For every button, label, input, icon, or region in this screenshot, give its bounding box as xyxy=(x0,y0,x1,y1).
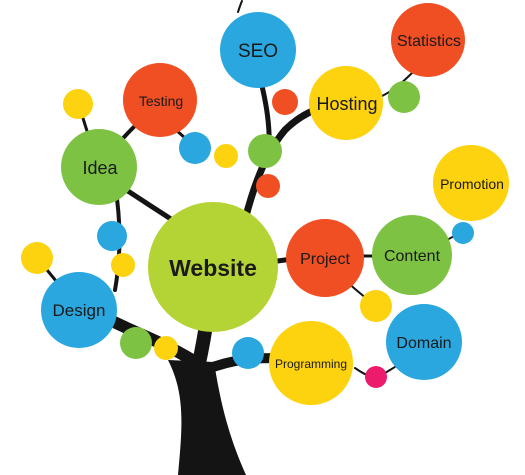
dot-blue-testing xyxy=(179,132,211,164)
nodes xyxy=(41,3,509,405)
dot-blue-programming xyxy=(232,337,264,369)
node-seo-label: SEO xyxy=(238,41,278,62)
node-programming-label: Programming xyxy=(275,357,347,371)
branch-left-low xyxy=(104,314,206,371)
node-website-circle xyxy=(148,202,278,332)
node-statistics-label: Statistics xyxy=(397,33,461,50)
node-domain-label: Domain xyxy=(396,335,451,352)
node-domain-circle xyxy=(386,304,462,380)
labels: SEO Statistics Testing Hosting Idea Prom… xyxy=(53,33,504,371)
twig-seo-top xyxy=(237,0,243,13)
dot-blue-idea xyxy=(97,221,127,251)
node-content-label: Content xyxy=(384,248,441,265)
node-hosting-circle xyxy=(309,66,383,140)
node-programming-circle xyxy=(269,321,353,405)
node-website-label: Website xyxy=(169,255,257,281)
dot-green-hosting xyxy=(388,81,420,113)
node-design-label: Design xyxy=(53,301,106,320)
dot-yellow-low xyxy=(154,336,178,360)
node-promotion-circle xyxy=(433,145,509,221)
node-project-label: Project xyxy=(300,251,350,268)
node-testing-circle xyxy=(123,63,197,137)
dot-pink xyxy=(365,366,387,388)
node-idea-label: Idea xyxy=(82,158,118,178)
dot-blue-content xyxy=(452,222,474,244)
node-statistics-circle xyxy=(391,3,465,77)
node-project-circle xyxy=(286,219,364,297)
dot-orange-mid xyxy=(256,174,280,198)
dot-green-low xyxy=(120,327,152,359)
node-seo-circle xyxy=(220,12,296,88)
dot-yellow-testing xyxy=(214,144,238,168)
node-hosting-label: Hosting xyxy=(316,94,377,114)
node-content-circle xyxy=(372,215,452,295)
dot-yellow-idea xyxy=(111,253,135,277)
dot-green-mid xyxy=(248,134,282,168)
dot-yellow-project xyxy=(360,290,392,322)
dot-orange-seo xyxy=(272,89,298,115)
small-circles xyxy=(21,81,474,388)
dot-yellow-left xyxy=(21,242,53,274)
node-testing-label: Testing xyxy=(139,93,183,109)
node-design-circle xyxy=(41,272,117,348)
dot-yellow-top-left xyxy=(63,89,93,119)
node-idea-circle xyxy=(61,129,137,205)
tree-trunk xyxy=(168,360,246,475)
node-promotion-label: Promotion xyxy=(440,176,504,192)
